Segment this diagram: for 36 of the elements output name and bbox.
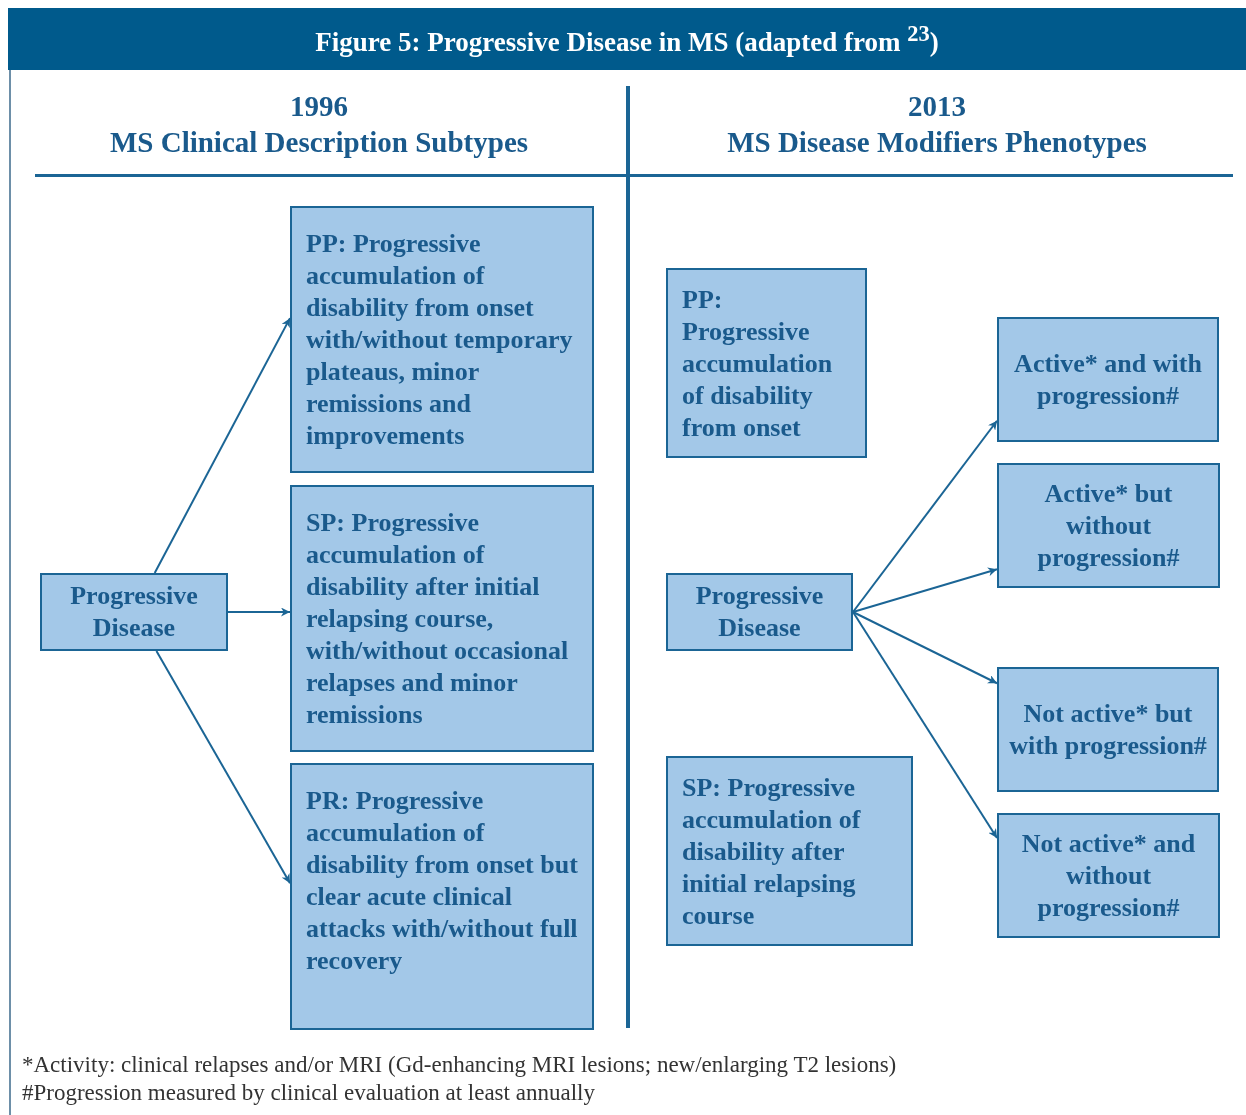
process-box [666,573,853,651]
process-box [997,667,1219,792]
process-box [997,463,1220,588]
column-heading: MS Disease Modifiers Phenotypes [726,126,1148,159]
figure-title: Figure 5: Progressive Disease in MS (adapted from $^{23}$) [315,20,939,58]
arrow [153,317,291,574]
process-box [666,756,913,946]
process-box [997,317,1219,442]
box-text: Active* but without progression# [1036,477,1181,574]
process-box [290,206,594,473]
year-heading: 1996 [289,90,349,123]
year-heading: 2013 [907,90,967,123]
box-text: PP: Progressive accumulation of disability from onset [682,284,834,444]
arrow [155,650,291,885]
box-text: PP: Progressive accumulation of disability from onset with/without temporary plateaus, minor remissions and improvements [306,228,574,452]
box-text: Progressive Disease [694,580,825,644]
process-box [40,573,228,651]
process-box [290,763,594,1030]
box-text: Not active* and without progression# [1020,827,1197,924]
box-text: SP: Progressive accumulation of disability after initial relapsing course [682,772,862,932]
box-text: Not active* but with progression# [1008,697,1208,762]
arrow [852,567,998,613]
arrow [227,607,291,617]
box-text: PR: Progressive accumulation of disability from onset but clear acute clinical attacks with/without full recovery [306,785,579,977]
arrow [852,611,998,839]
footnote: *Activity: clinical relapses and/or MRI (Gd-enhancing MRI lesions; new/enlarging T2 lesions) [22,1052,897,1078]
footnote: #Progression measured by clinical evaluation at least annually [22,1080,595,1106]
box-text: SP: Progressive accumulation of disability after initial relapsing course, with/without occasional relapses and minor remissions [306,507,570,731]
box-text: Progressive Disease [69,580,199,644]
process-box [290,485,594,752]
process-box [666,268,867,458]
box-text: Active* and with progression# [1013,347,1203,412]
arrow [852,611,998,685]
arrow [852,419,998,613]
process-box [997,813,1220,938]
column-heading: MS Clinical Description Subtypes [108,126,530,159]
